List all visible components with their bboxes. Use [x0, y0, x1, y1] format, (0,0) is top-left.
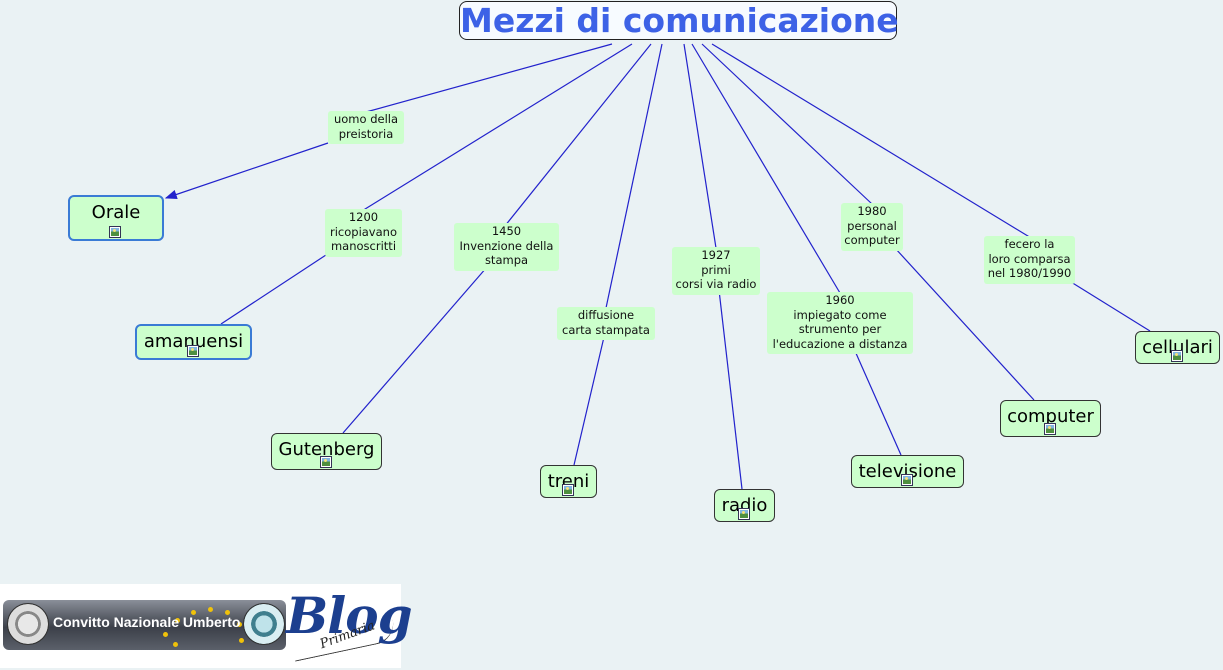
link-label-line: preistoria	[338, 126, 394, 141]
concept-node-computer[interactable]: computer	[1000, 400, 1101, 437]
school-name: Convitto Nazionale Umberto	[53, 614, 241, 630]
concept-node-gutenberg[interactable]: Gutenberg	[271, 433, 382, 470]
link-line-treni	[605, 43, 663, 309]
image-attachment-icon[interactable]	[737, 508, 750, 520]
link-label-line: 1200	[348, 210, 379, 224]
concept-node-televisione[interactable]: televisione	[851, 455, 964, 488]
node-label: Orale	[91, 202, 141, 223]
concept-node-cellulari[interactable]: cellulari	[1135, 331, 1220, 364]
link-label-line: personal	[847, 218, 897, 233]
stars-icon	[153, 604, 244, 647]
concept-node-treni[interactable]: treni	[540, 465, 597, 498]
node-label: radio	[721, 495, 768, 516]
link-label-line: 1927	[701, 248, 731, 262]
image-attachment-icon[interactable]	[109, 226, 121, 238]
concept-node-amanuensi[interactable]: amanuensi	[135, 324, 252, 360]
link-label-line: Invenzione della	[459, 238, 554, 253]
link-label-line: 1960	[825, 293, 855, 307]
banner-bar: Convitto Nazionale Umberto	[3, 600, 286, 650]
link-label-line: corsi via radio	[675, 277, 757, 291]
link-label-line: uomo della	[333, 112, 399, 126]
link-label-line: carta stampata	[562, 322, 650, 337]
link-label-line: manoscritti	[330, 239, 397, 253]
link-line-radio	[683, 43, 717, 249]
concept-node-radio[interactable]: radio	[714, 489, 775, 522]
node-label: televisione	[858, 461, 957, 482]
map-title[interactable]: Mezzi di comunicazione	[459, 1, 899, 40]
link-line-to-treni	[573, 336, 605, 466]
link-line-to-orale	[164, 142, 329, 200]
link-label-line: strumento per	[798, 322, 882, 336]
link-line-to-televisione	[854, 350, 902, 456]
link-label-line: impiegato come	[793, 307, 887, 322]
link-line-computer	[701, 43, 873, 205]
school-banner[interactable]: Convitto Nazionale Umberto Blog Primaria	[0, 584, 413, 668]
link-line-gutenberg	[506, 43, 652, 225]
node-label: Gutenberg	[278, 439, 375, 460]
link-line-televisione	[691, 43, 841, 294]
node-label: computer	[1007, 406, 1094, 427]
image-attachment-icon[interactable]	[186, 345, 199, 357]
blog-logo-text: Blog	[286, 586, 413, 645]
link-line-to-amanuensi	[220, 252, 330, 325]
link-line-to-computer	[894, 247, 1035, 401]
link-line-to-radio	[718, 289, 743, 490]
node-label: cellulari	[1142, 337, 1213, 358]
link-label-line: primi	[701, 262, 731, 277]
link-label-line: ricopiavano	[329, 224, 397, 239]
image-attachment-icon[interactable]	[319, 456, 332, 468]
image-attachment-icon[interactable]	[1170, 350, 1183, 362]
link-line-to-cellulari	[1070, 281, 1151, 332]
school-crest-icon	[243, 603, 285, 645]
link-label-line: computer	[844, 233, 900, 247]
link-line-orale	[365, 43, 613, 113]
image-attachment-icon[interactable]	[900, 474, 913, 486]
link-line-to-gutenberg	[342, 266, 488, 434]
link-label-line: nel 1980/1990	[987, 266, 1072, 280]
node-label: amanuensi	[143, 331, 244, 352]
concept-node-orale[interactable]: Orale	[68, 195, 164, 241]
image-attachment-icon[interactable]	[561, 484, 574, 496]
republic-emblem-icon	[7, 603, 49, 645]
link-label-line: 1980	[857, 204, 887, 218]
link-label-line: stampa	[484, 253, 529, 267]
link-line-amanuensi	[363, 43, 633, 211]
link-label-line: diffusione	[577, 308, 635, 322]
link-label-line: 1450	[491, 224, 522, 238]
link-label-line: fecero la	[1004, 237, 1055, 251]
link-label-line: l'educazione a distanza	[772, 336, 908, 351]
link-label-line: loro comparsa	[988, 251, 1071, 266]
link-line-cellulari	[711, 43, 1030, 238]
image-attachment-icon[interactable]	[1043, 423, 1056, 435]
node-label: treni	[547, 471, 590, 492]
